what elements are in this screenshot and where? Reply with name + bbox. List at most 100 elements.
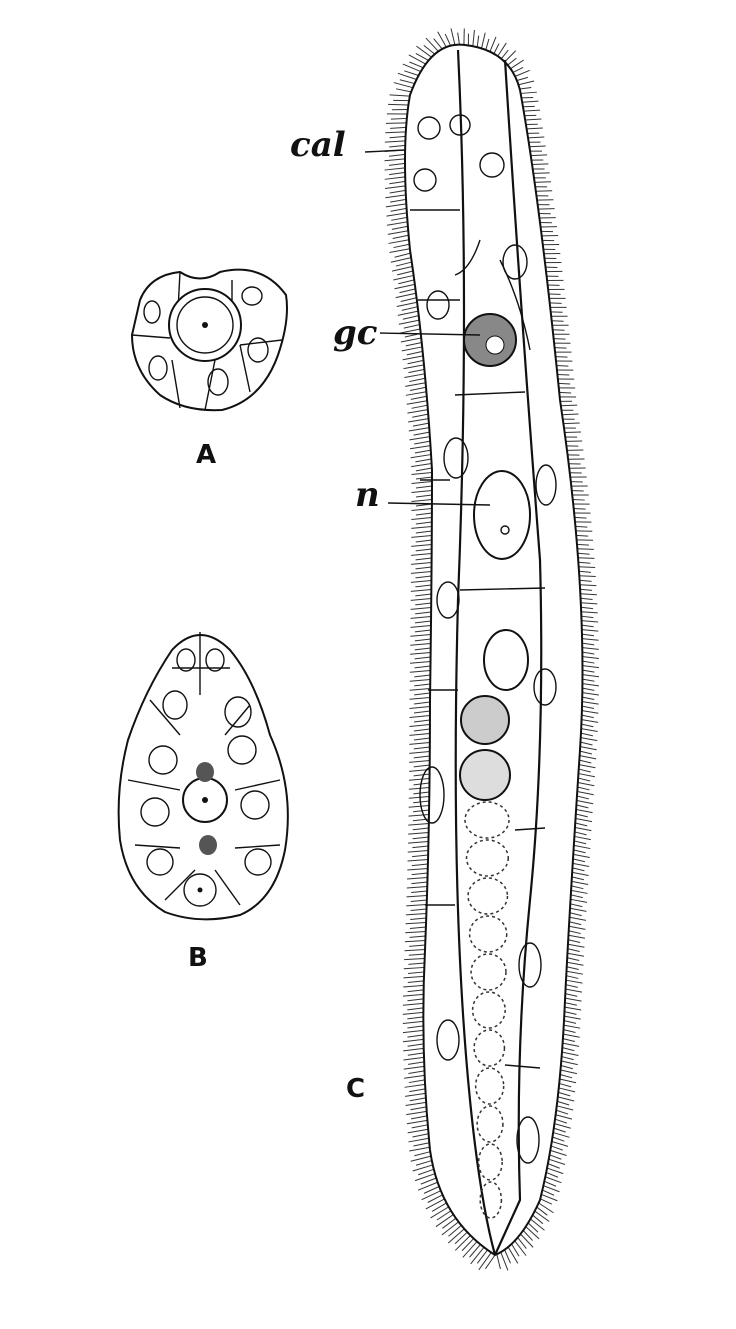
cilium	[454, 1235, 471, 1251]
cilium	[389, 144, 406, 148]
cilium	[581, 624, 594, 628]
cilium	[555, 1114, 573, 1120]
cilium	[409, 697, 431, 700]
cilium	[410, 899, 427, 903]
cilium	[411, 517, 432, 520]
cilium	[580, 606, 594, 610]
cilium	[410, 571, 432, 574]
leader-cal	[364, 149, 406, 153]
cilium	[420, 1177, 437, 1185]
cilium	[570, 898, 588, 903]
cilium	[417, 1181, 438, 1191]
cilium	[566, 966, 579, 970]
cilium	[414, 1173, 436, 1182]
cilium	[384, 176, 406, 180]
cilium	[407, 989, 424, 993]
cilium	[413, 728, 430, 732]
cilium	[398, 319, 420, 325]
cilium	[581, 705, 595, 710]
cilium	[559, 391, 572, 394]
cilium	[561, 1051, 579, 1056]
cilium	[523, 109, 540, 112]
cilium	[415, 512, 432, 516]
cilium	[577, 791, 594, 796]
cilium	[414, 620, 432, 624]
cilium	[431, 1202, 447, 1212]
cilium	[533, 172, 550, 174]
cilium	[390, 126, 407, 129]
cilium	[581, 629, 599, 632]
cilium	[576, 795, 590, 800]
cilium	[408, 1079, 425, 1084]
cilium	[525, 118, 542, 121]
figure-c-larva	[404, 43, 584, 1257]
cilium	[564, 1011, 577, 1015]
cilium	[518, 80, 535, 86]
cilium	[577, 548, 594, 550]
cilium	[500, 49, 509, 60]
cilium	[582, 660, 595, 664]
cilium	[532, 1214, 544, 1225]
cilium	[407, 1052, 424, 1056]
cilium	[437, 31, 447, 48]
cilium	[411, 553, 432, 556]
cilium	[384, 158, 406, 162]
cilium	[433, 38, 443, 50]
cilium	[575, 525, 588, 528]
cilium	[399, 328, 421, 334]
cilium	[582, 687, 595, 691]
cilium	[470, 1246, 485, 1265]
cilium	[435, 1214, 454, 1228]
cilium	[389, 171, 406, 176]
cilium	[403, 1065, 425, 1070]
cilium	[412, 854, 429, 858]
cilium	[400, 297, 417, 302]
cilium	[557, 1100, 570, 1106]
cilium	[412, 1133, 429, 1138]
cilium	[543, 1185, 560, 1193]
caption-a: A	[196, 440, 217, 470]
cilium	[411, 890, 428, 894]
cilium	[450, 28, 456, 45]
cilium	[561, 1056, 574, 1061]
cilium	[520, 1233, 534, 1248]
cilium	[576, 800, 594, 805]
cilium	[568, 939, 581, 944]
cilium	[580, 593, 597, 596]
cilium	[385, 131, 406, 134]
cilium	[411, 499, 432, 502]
cilium	[565, 988, 583, 993]
cilium	[574, 835, 591, 841]
cilium	[556, 365, 569, 367]
cilium	[519, 87, 532, 90]
cilium	[402, 993, 424, 997]
cilium	[540, 1198, 553, 1205]
cilium	[414, 440, 431, 445]
cilium	[560, 404, 578, 407]
yolk-cell	[464, 801, 510, 839]
cilium	[555, 356, 568, 358]
cilia	[384, 28, 600, 1271]
cilium	[409, 760, 430, 763]
cilium	[410, 580, 432, 583]
cilium	[395, 261, 412, 267]
cilium	[409, 386, 427, 391]
cilium	[576, 543, 589, 546]
cilium	[408, 54, 426, 65]
cilium	[408, 971, 425, 974]
cilium	[558, 382, 571, 385]
cilium	[403, 966, 425, 970]
cilium	[454, 1231, 468, 1245]
cilium	[579, 750, 593, 755]
cilium	[561, 1060, 578, 1066]
cilium	[407, 850, 429, 853]
cilium	[391, 266, 413, 272]
cilium	[409, 944, 426, 947]
cilium	[411, 526, 432, 529]
cilium	[415, 539, 432, 543]
cilium	[407, 1025, 424, 1029]
cilium	[573, 844, 591, 850]
yolk-cell	[476, 1105, 504, 1143]
cilium	[532, 163, 549, 166]
cilium	[496, 1254, 501, 1270]
